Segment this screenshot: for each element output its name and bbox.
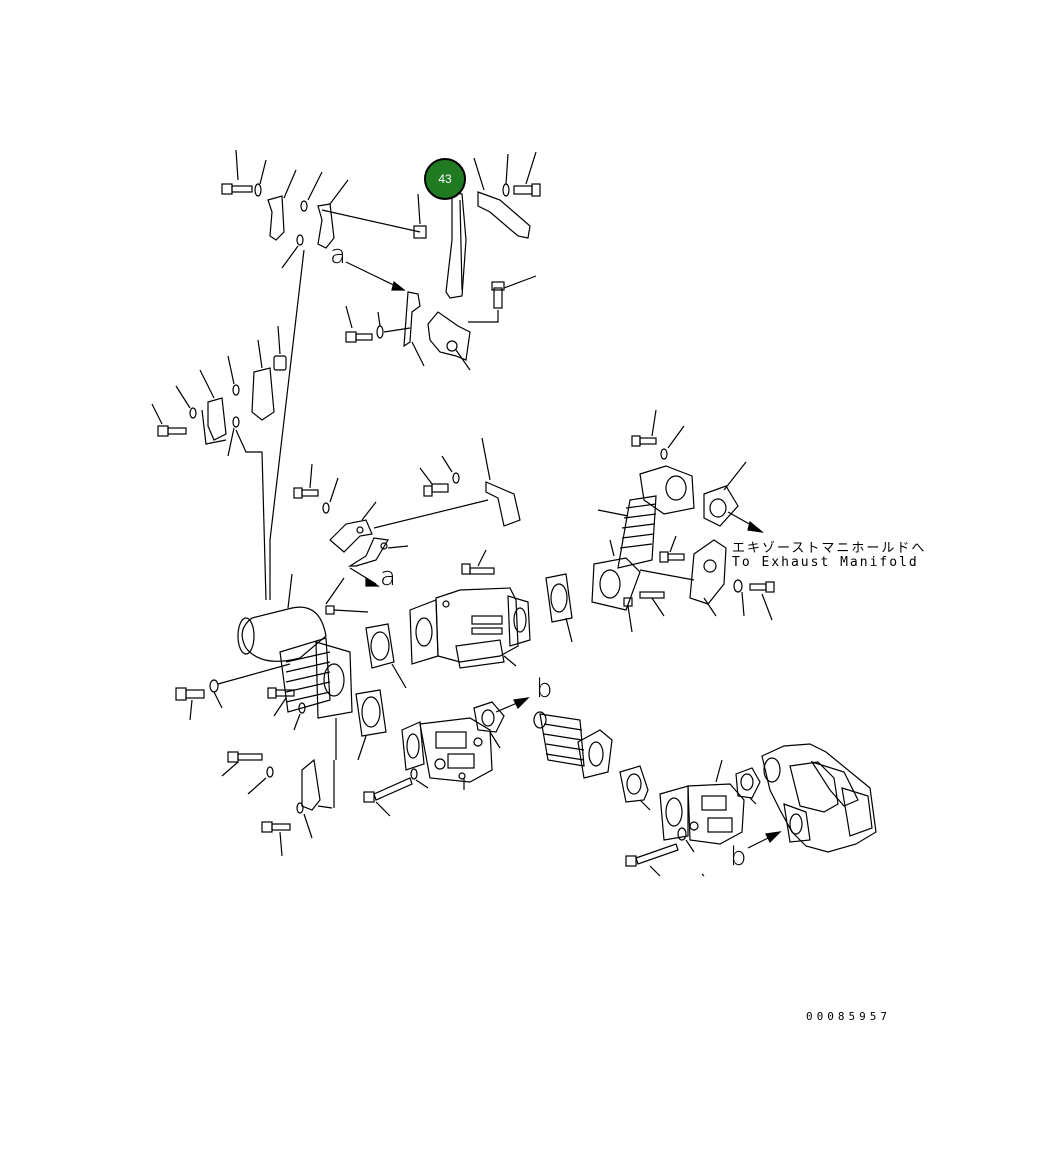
sensor-bracket <box>639 539 727 605</box>
right-bolt-mid-2 <box>749 581 775 621</box>
leader-line <box>417 193 421 225</box>
elbow-flange <box>315 641 353 719</box>
guide-line <box>235 429 267 601</box>
ref-arrow-b-2-head <box>765 831 782 844</box>
gasket-1 <box>365 623 407 689</box>
center-bolt <box>345 305 373 343</box>
mid-bolt <box>293 463 319 499</box>
leader-line <box>373 499 489 529</box>
left-low-bolt-2 <box>267 687 295 717</box>
lower-right-gasket <box>735 767 761 805</box>
reference-mark-b: b <box>730 842 747 872</box>
upper-right-washer <box>441 455 460 484</box>
valve-gasket <box>473 701 505 749</box>
right-washer-mid <box>733 579 745 617</box>
manifold-washer <box>677 827 695 853</box>
egr-valve <box>419 717 493 790</box>
leader-line <box>703 597 717 617</box>
right-washer-top <box>660 425 685 460</box>
cooler-bolt <box>461 549 495 575</box>
lower-left-stay <box>301 758 333 811</box>
intake-manifold <box>761 743 877 853</box>
top-left-clamp-half <box>267 169 297 241</box>
center-bracket-a <box>403 291 421 348</box>
top-left-spacer <box>281 171 323 269</box>
top-left-washer <box>254 159 267 197</box>
angle-bracket <box>481 437 521 527</box>
lower-left-washer <box>247 766 274 795</box>
lower-left-bolt-2 <box>261 821 291 857</box>
reference-mark-a: a <box>330 240 346 270</box>
small-bolt <box>325 577 369 615</box>
lower-pipe-flange <box>577 729 613 779</box>
elbow-flange-upper <box>639 465 695 515</box>
top-right-stay <box>473 157 531 239</box>
ref-arrow-b-head <box>513 697 530 710</box>
leader-line <box>701 873 705 877</box>
center-clamp <box>427 311 471 371</box>
elbow-pipe <box>237 573 327 662</box>
long-bolt-washer <box>410 768 429 789</box>
right-flange-plate <box>591 557 641 611</box>
mid-washer <box>322 477 339 514</box>
lower-bellows-pipe <box>533 711 585 767</box>
exhaust-note-japanese: エキゾーストマニホールドへ <box>732 541 927 556</box>
left-washer-2 <box>227 355 240 457</box>
gasket-2 <box>355 689 387 761</box>
top-right-washer <box>502 153 510 197</box>
left-spacer <box>273 325 287 371</box>
egr-valve-flange <box>401 721 425 771</box>
right-bolt-mid <box>659 535 685 563</box>
elbow-bellows <box>279 637 331 713</box>
guide-line <box>468 310 499 323</box>
egr-cooler <box>409 587 531 669</box>
flexible-pipe <box>597 495 657 569</box>
exhaust-note-english: To Exhaust Manifold <box>732 555 919 570</box>
left-low-washer <box>209 679 223 709</box>
left-low-bolt <box>175 687 205 721</box>
support-bracket-43 <box>445 191 467 299</box>
leader-line <box>217 663 291 685</box>
left-clamp-1 <box>199 369 227 445</box>
center-washer <box>376 311 384 339</box>
upper-right-bolt <box>419 467 449 497</box>
right-gasket-upper <box>703 461 747 527</box>
manifold-long-bolt <box>625 843 679 877</box>
right-bolt-low <box>639 591 665 617</box>
ref-arrow-a-head <box>391 280 406 291</box>
leader-line <box>383 327 411 333</box>
left-low-washer-2 <box>293 702 306 731</box>
leader-line <box>411 341 425 367</box>
lower-gasket <box>619 765 651 811</box>
center-right-bolt <box>491 275 537 309</box>
hose-clamp <box>329 501 409 567</box>
sleeve <box>413 225 427 239</box>
ref-arrow-a-2-head <box>365 576 380 587</box>
long-bolt <box>363 777 413 817</box>
left-washer-1 <box>175 385 197 419</box>
lower-left-washer-2 <box>296 802 313 839</box>
part-callout-43[interactable]: 43 <box>424 158 466 200</box>
leader-line <box>321 209 421 233</box>
guide-line <box>269 249 305 600</box>
left-bolt-1 <box>151 403 187 437</box>
lower-left-bolt <box>221 751 263 777</box>
reference-mark-b: b <box>536 674 553 704</box>
top-left-clamp-half-2 <box>317 179 349 249</box>
right-bolt-top <box>631 409 657 447</box>
document-number: 00085957 <box>806 1010 891 1023</box>
left-bracket-plate <box>251 339 275 421</box>
small-nut <box>623 597 633 633</box>
top-right-bolt <box>513 151 541 197</box>
reference-mark-a: a <box>380 562 396 592</box>
leader-line <box>609 539 615 557</box>
exhaust-arrow-head <box>747 520 765 533</box>
gasket-3 <box>545 573 573 643</box>
top-left-bolt <box>221 149 253 195</box>
lower-right-valve <box>659 759 745 845</box>
